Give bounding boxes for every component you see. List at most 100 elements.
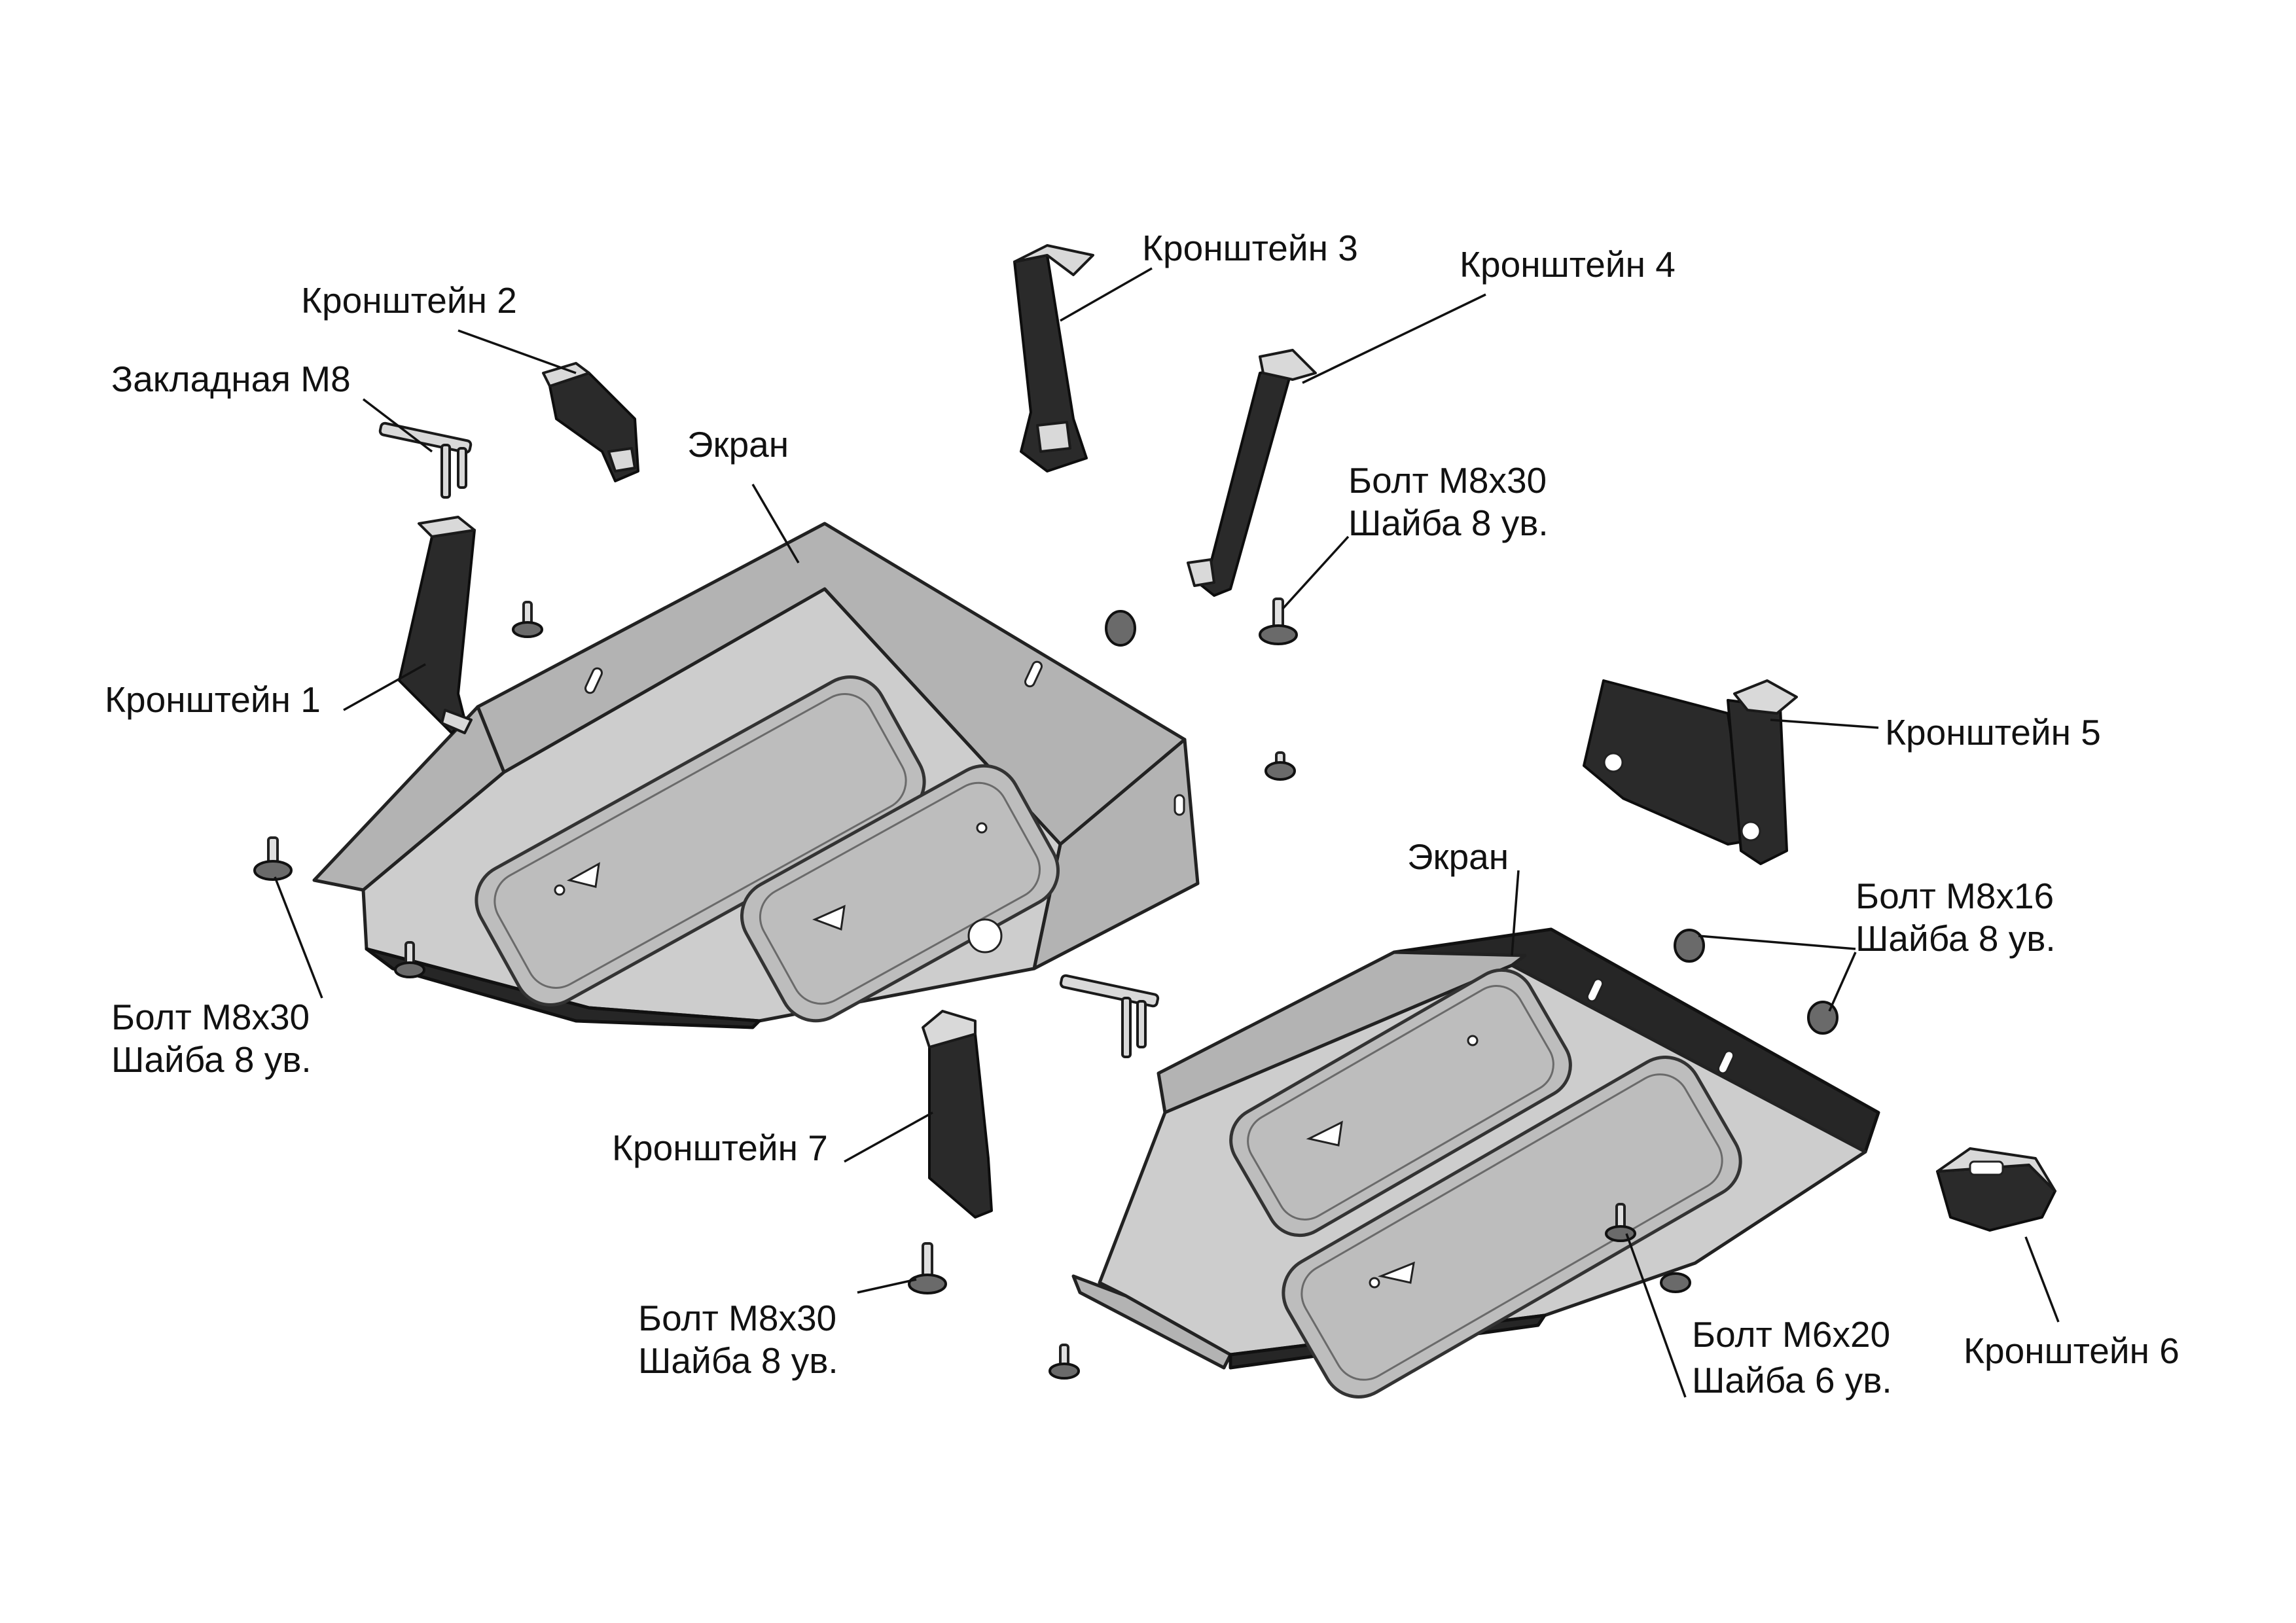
leader-lines — [274, 267, 2060, 1398]
right-screen-small-hole-2 — [1369, 1277, 1380, 1289]
right-screen-slot-1 — [1586, 978, 1604, 1003]
right-screen-arrow-2 — [1377, 1261, 1415, 1284]
bracket-7-top-tab — [922, 1010, 977, 1048]
left-screen-bottom-edge — [365, 947, 761, 1029]
bracket-5-hole-2 — [1740, 821, 1761, 842]
fastener-bolt-left — [253, 836, 293, 881]
embed-m8-lower-leg — [1121, 997, 1132, 1058]
leader-bolt-bottom — [857, 1278, 917, 1294]
left-screen-small-hole-1 — [554, 884, 565, 896]
right-screen-recess-2-inner — [1300, 1073, 1723, 1381]
fastener-washer-right-1 — [1674, 929, 1705, 963]
leader-bolt-m8x16-2 — [1828, 952, 1857, 1012]
bracket-5-top-tab — [1733, 679, 1798, 715]
left-screen-slot-1 — [584, 667, 603, 694]
bracket-6-top — [1936, 1147, 2056, 1192]
embed-m8-lower-rod — [1059, 974, 1160, 1008]
left-screen-drain-hole — [967, 918, 1003, 954]
label-bracket-7: Кронштейн 7 — [612, 1128, 828, 1168]
left-screen-small-hole-2 — [976, 822, 988, 834]
bracket-3-nut — [1036, 421, 1071, 453]
label-bracket-5: Кронштейн 5 — [1885, 712, 2101, 753]
label-bolt-left-bolt: Болт М8х30 — [111, 997, 310, 1037]
leader-bracket-1 — [343, 663, 426, 711]
bracket-2-nut — [607, 447, 636, 473]
leader-bracket-6 — [2024, 1236, 2060, 1323]
fastener-nut-left-lower — [394, 941, 425, 978]
fastener-nut-center — [1265, 751, 1296, 781]
right-screen-recess-1-inner — [1247, 985, 1554, 1221]
label-bolt-m6-washer: Шайба 6 ув. — [1692, 1360, 1892, 1400]
right-screen-side-lip — [1071, 1274, 1232, 1370]
bracket-2-part — [542, 362, 639, 482]
leader-screen-left — [751, 484, 800, 563]
right-screen-slot-2 — [1717, 1050, 1735, 1075]
bracket-6-part — [1936, 1147, 2056, 1232]
leader-bracket-5 — [1770, 719, 1879, 729]
leader-bracket-7 — [844, 1111, 933, 1163]
leader-bolt-top — [1282, 535, 1350, 610]
left-screen-recess-1 — [475, 675, 926, 1007]
label-bolt-bottom-bolt: Болт М8х30 — [638, 1298, 837, 1338]
label-bolt-m8x16-bolt: Болт М8х16 — [1856, 876, 2054, 916]
bracket-2-top-tab — [542, 362, 590, 387]
label-bolt-m8x16-washer: Шайба 8 ув. — [1856, 918, 2056, 959]
leader-bolt-left — [274, 876, 323, 999]
bracket-1-top-tab — [418, 516, 476, 538]
fastener-washer-right-2 — [1807, 1001, 1839, 1035]
bracket-4-part — [1187, 349, 1317, 597]
fastener-washer-center — [1105, 610, 1136, 647]
bracket-5-part — [1583, 679, 1798, 865]
leader-bracket-2 — [457, 329, 577, 374]
label-bracket-2: Кронштейн 2 — [301, 280, 517, 321]
label-screen-left: Экран — [687, 424, 789, 465]
embed-m8-lower-leg-2 — [1136, 1000, 1147, 1048]
leader-bracket-3 — [1060, 267, 1153, 322]
bracket-6-slot — [1969, 1160, 2004, 1176]
right-screen-arrow-1 — [1306, 1120, 1343, 1147]
embed-m8-part — [378, 421, 473, 499]
label-bolt-top-washer: Шайба 8 ув. — [1348, 503, 1549, 543]
left-screen-slot-2 — [1024, 660, 1043, 688]
left-screen-recess-2-inner — [759, 781, 1041, 1005]
leader-bracket-4 — [1302, 293, 1486, 384]
leader-bolt-m6 — [1625, 1233, 1687, 1398]
right-screen-side-wall — [1157, 950, 1527, 1115]
label-bracket-1: Кронштейн 1 — [105, 679, 321, 720]
label-bolt-bottom-washer: Шайба 8 ув. — [638, 1340, 838, 1381]
right-screen-recess-1 — [1229, 968, 1572, 1238]
label-bolt-top-bolt: Болт М8х30 — [1348, 460, 1547, 501]
label-bolt-left-washer: Шайба 8 ув. — [111, 1039, 312, 1080]
fastener-nut-bottom — [1049, 1344, 1080, 1380]
label-bolt-m6-bolt: Болт М6х20 — [1692, 1314, 1891, 1355]
right-screen-small-hole-1 — [1467, 1035, 1479, 1046]
label-embed-m8: Закладная М8 — [111, 359, 351, 399]
bracket-1-foot — [440, 709, 473, 734]
embed-m8-leg-2 — [457, 447, 467, 489]
bracket-3-part — [1013, 244, 1094, 473]
bracket-5-hole-1 — [1603, 752, 1624, 773]
fastener-bolt-bottom — [908, 1242, 947, 1294]
label-bracket-4: Кронштейн 4 — [1460, 244, 1676, 285]
embed-m8-leg — [440, 444, 451, 499]
right-screen-recess-2 — [1282, 1056, 1742, 1399]
left-screen-recess-1-inner — [493, 693, 907, 989]
fastener-bolt-left-upper — [512, 601, 543, 638]
bracket-7-body — [928, 1033, 993, 1219]
bracket-3-body — [1013, 254, 1088, 473]
left-screen — [312, 522, 1200, 1029]
right-screen — [1071, 927, 1880, 1399]
left-screen-arrow-1 — [566, 862, 600, 888]
fastener-nut-m6 — [1660, 1272, 1691, 1293]
leader-screen-right — [1511, 870, 1520, 956]
fastener-bolt-top — [1259, 597, 1298, 645]
leader-embed-m8 — [362, 398, 433, 453]
label-bracket-3: Кронштейн 3 — [1142, 228, 1358, 268]
label-screen-right: Экран — [1407, 836, 1509, 877]
bracket-4-foot — [1187, 558, 1215, 587]
bracket-1-part — [398, 516, 476, 734]
embed-m8-lower — [1059, 974, 1160, 1058]
bracket-7-part — [922, 1010, 993, 1219]
left-screen-arrow-2 — [812, 904, 846, 931]
